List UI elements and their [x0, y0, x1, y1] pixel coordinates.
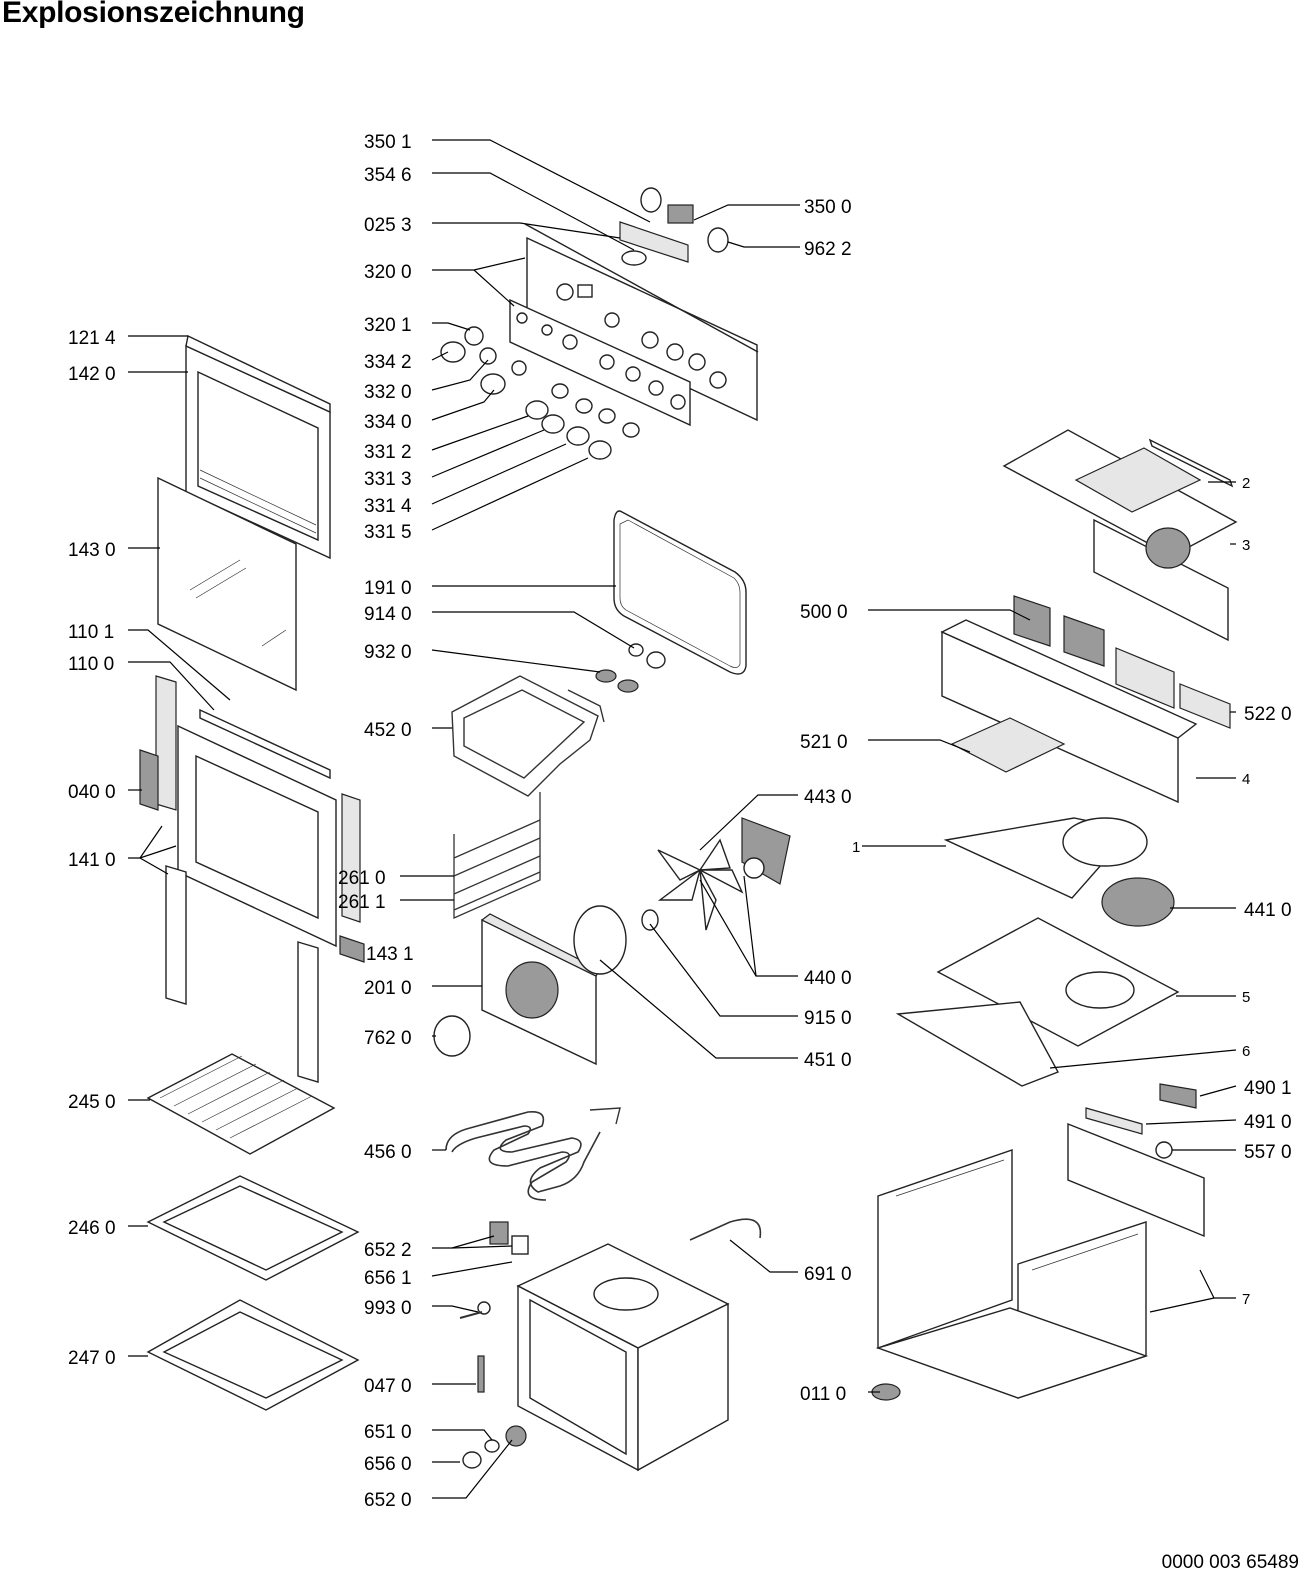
part-label: 652 0 [364, 1490, 412, 1511]
part-label: 246 0 [68, 1218, 116, 1239]
part-label: 557 0 [1244, 1142, 1292, 1163]
fan-shroud-part [943, 817, 1175, 927]
part-label: 932 0 [364, 642, 412, 663]
part-label: 656 0 [364, 1454, 412, 1475]
lower-heating-element-part [445, 1107, 621, 1201]
top-cover-part [1002, 429, 1238, 642]
parts-artwork [139, 187, 1238, 1472]
part-label: 025 3 [364, 215, 412, 236]
oven-door-glass-part [157, 476, 297, 692]
part-label: 040 0 [68, 782, 116, 803]
part-label: 110 0 [68, 654, 114, 675]
oven-door-outer-part [185, 334, 331, 560]
bottom-panel-part [895, 917, 1180, 1087]
wire-rack-part [146, 1053, 336, 1155]
control-panel-part [509, 223, 759, 427]
part-label: 5 [1242, 989, 1250, 1006]
part-label: 443 0 [804, 787, 852, 808]
diagram-title: Explosionszeichnung [2, 0, 305, 29]
part-label: 522 0 [1244, 704, 1292, 725]
part-label: 110 1 [68, 622, 114, 643]
control-housing-part [940, 595, 1231, 804]
part-label: 456 0 [364, 1142, 412, 1163]
cavity-small-parts [459, 1218, 762, 1469]
part-label: 332 0 [364, 382, 412, 403]
part-label: 914 0 [364, 604, 412, 625]
part-label: 3 [1242, 537, 1250, 554]
part-label: 247 0 [68, 1348, 116, 1369]
part-label: 334 2 [364, 352, 412, 373]
display-module-part [619, 187, 729, 266]
part-label: 490 1 [1244, 1078, 1292, 1099]
part-label: 261 0 [338, 868, 386, 889]
part-label: 143 1 [366, 944, 414, 965]
oven-door-inner-part [139, 675, 365, 1083]
part-label: 261 1 [338, 892, 386, 913]
part-label: 121 4 [68, 328, 116, 349]
part-label: 521 0 [800, 732, 848, 753]
baking-tray-part [146, 1175, 360, 1281]
part-label: 354 6 [364, 165, 412, 186]
part-label: 441 0 [1244, 900, 1292, 921]
part-label: 141 0 [68, 850, 116, 871]
part-label: 011 0 [800, 1384, 846, 1405]
shelf-guide-part [453, 792, 541, 919]
part-label: 451 0 [804, 1050, 852, 1071]
part-label: 452 0 [364, 720, 412, 741]
part-label: 691 0 [804, 1264, 852, 1285]
part-label: 245 0 [68, 1092, 116, 1113]
part-label: 7 [1242, 1291, 1250, 1308]
door-gasket-part [613, 510, 747, 675]
part-label: 191 0 [364, 578, 412, 599]
part-label: 350 1 [364, 132, 412, 153]
part-label: 6 [1242, 1043, 1250, 1060]
part-label: 331 4 [364, 496, 412, 517]
part-label: 350 0 [804, 197, 852, 218]
part-label: 331 3 [364, 469, 412, 490]
document-number: 0000 003 65489 [1161, 1552, 1299, 1573]
part-label: 047 0 [364, 1376, 412, 1397]
part-label: 331 5 [364, 522, 412, 543]
part-label: 762 0 [364, 1028, 412, 1049]
part-label: 440 0 [804, 968, 852, 989]
control-knobs-part [440, 326, 640, 460]
part-label: 500 0 [800, 602, 848, 623]
lamp-parts [595, 643, 666, 693]
grill-element-part [451, 675, 605, 797]
part-label: 652 2 [364, 1240, 412, 1261]
part-label: 201 0 [364, 978, 412, 999]
part-label: 915 0 [804, 1008, 852, 1029]
part-label: 651 0 [364, 1422, 412, 1443]
part-label: 656 1 [364, 1268, 412, 1289]
part-labels: 350 1 354 6 025 3 320 0 320 1 334 2 332 … [68, 132, 1292, 1511]
outer-housing-part [871, 1122, 1205, 1401]
part-label: 1 [852, 839, 860, 856]
part-label: 142 0 [68, 364, 116, 385]
part-label: 4 [1242, 771, 1250, 788]
part-label: 491 0 [1244, 1112, 1292, 1133]
fan-cover-part [433, 913, 601, 1066]
oven-cavity-part [516, 1243, 730, 1472]
part-label: 320 0 [364, 262, 412, 283]
part-label: 331 2 [364, 442, 412, 463]
part-label: 962 2 [804, 239, 852, 260]
baking-tray-deep-part [146, 1299, 360, 1411]
part-label: 320 1 [364, 315, 412, 336]
part-label: 334 0 [364, 412, 412, 433]
leader-lines [128, 139, 1237, 1499]
part-label: 993 0 [364, 1298, 412, 1319]
convection-fan-part [573, 817, 791, 975]
part-label: 143 0 [68, 540, 116, 561]
part-label: 2 [1242, 475, 1250, 492]
